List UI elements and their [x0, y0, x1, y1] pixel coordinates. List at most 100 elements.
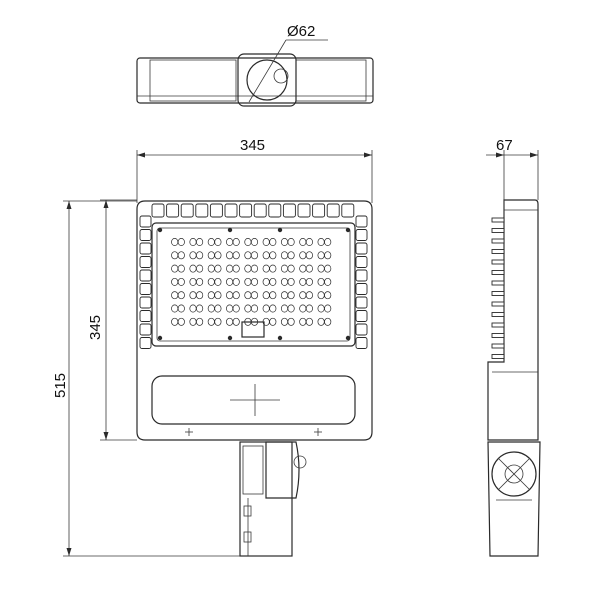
side-fin [491, 312, 505, 317]
led [262, 238, 277, 246]
led [317, 317, 332, 326]
module-screws [157, 227, 351, 341]
led [244, 304, 259, 313]
fin-right [355, 283, 368, 295]
screw [345, 335, 351, 341]
led [207, 264, 222, 273]
fin-right [355, 215, 368, 228]
side-fin [491, 270, 505, 275]
led [226, 264, 240, 273]
led [317, 251, 332, 260]
led [207, 238, 222, 246]
led [262, 264, 277, 273]
side-fin [491, 291, 505, 296]
screw [157, 227, 163, 233]
fin-top [326, 203, 340, 218]
fin-top [268, 203, 282, 218]
led [317, 291, 332, 300]
led [207, 291, 222, 300]
led [262, 304, 277, 313]
fin-top [297, 203, 311, 218]
led [226, 251, 240, 260]
fin-right [355, 323, 368, 336]
front-view: 345 345 [52, 137, 373, 557]
led [280, 317, 295, 326]
led [189, 291, 204, 300]
screw [345, 227, 351, 233]
led [262, 291, 277, 300]
led [189, 317, 204, 326]
side-fin [491, 280, 505, 286]
led [299, 317, 313, 326]
side-fin [491, 343, 505, 349]
led [226, 277, 240, 286]
side-fin [491, 301, 505, 307]
led [207, 277, 222, 286]
led [189, 238, 204, 246]
screw [227, 335, 233, 341]
led [171, 251, 185, 260]
led [207, 317, 222, 326]
led [280, 251, 295, 260]
driver-connector [241, 321, 265, 338]
fin-left [139, 296, 152, 309]
led [317, 264, 332, 273]
led [171, 238, 185, 246]
screw [227, 227, 233, 233]
side-fins [491, 217, 505, 359]
led [226, 291, 240, 300]
fin-top [312, 203, 326, 218]
fin-left [139, 283, 152, 295]
led [226, 238, 240, 246]
fin-right [355, 337, 368, 349]
led [207, 304, 222, 313]
led [262, 277, 277, 286]
fin-top [282, 203, 296, 218]
led [299, 264, 313, 273]
led [244, 291, 259, 300]
fin-left [139, 256, 152, 268]
led [299, 291, 313, 300]
led [189, 277, 204, 286]
side-fin [491, 249, 505, 254]
lower-lens [151, 375, 356, 425]
fin-right [355, 296, 368, 309]
fin-left [139, 215, 152, 228]
fin-left [139, 269, 152, 282]
fin-right [355, 310, 368, 322]
led [299, 238, 313, 246]
fin-top [151, 203, 165, 218]
fin-top [195, 203, 209, 218]
panel-height-label: 345 [87, 315, 104, 340]
fin-left [139, 229, 152, 241]
led [317, 304, 332, 313]
led [280, 264, 295, 273]
led [262, 317, 277, 326]
fin-right [355, 269, 368, 282]
led [226, 317, 240, 326]
led [189, 264, 204, 273]
fin-left [139, 310, 152, 322]
side-fin [491, 354, 505, 359]
led-array [171, 238, 332, 326]
led [244, 264, 259, 273]
led [299, 277, 313, 286]
depth-label: 67 [496, 137, 513, 154]
led [171, 304, 185, 313]
fin-top [253, 203, 267, 218]
led [280, 277, 295, 286]
led [299, 304, 313, 313]
fin-right [355, 229, 368, 241]
fin-top [209, 203, 223, 218]
led [171, 317, 185, 326]
width-label: 345 [240, 137, 265, 154]
side-view: 67 [486, 137, 541, 557]
fin-top [180, 203, 194, 218]
side-fin [491, 259, 505, 265]
fin-top [224, 203, 238, 218]
screw [157, 335, 163, 341]
side-fin [491, 238, 505, 244]
side-fin [491, 217, 505, 223]
led [207, 251, 222, 260]
